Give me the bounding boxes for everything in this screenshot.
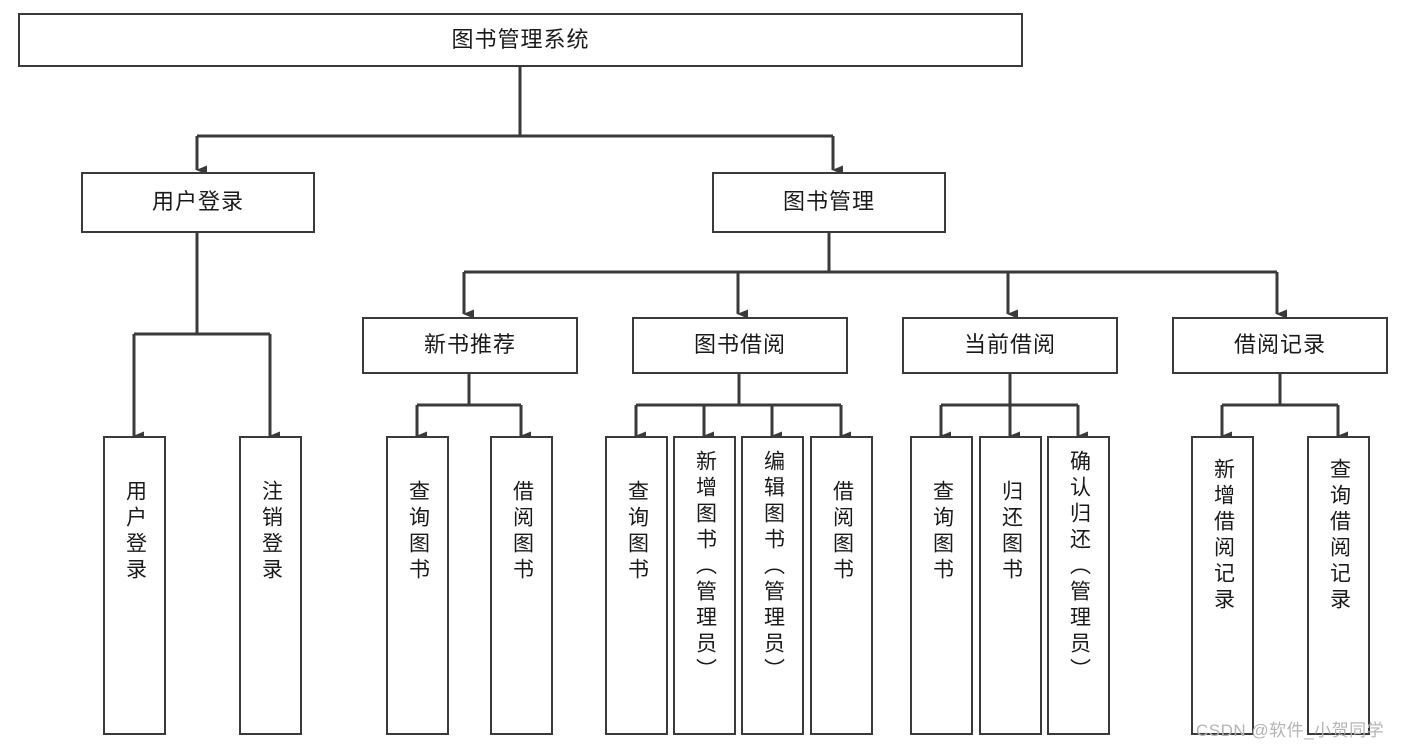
- node-user-login-label: 用户登录: [151, 189, 244, 215]
- leaf-book-borrow-borrow-label: 借阅图书: [830, 480, 854, 584]
- node-root-system[interactable]: 图书管理系统: [18, 13, 1023, 67]
- leaf-book-borrow-edit[interactable]: 编辑图书（管理员）: [741, 436, 804, 735]
- leaf-user-login-signout-label: 注销登录: [259, 480, 283, 584]
- leaf-book-borrow-edit-label: 编辑图书（管理员）: [761, 450, 785, 684]
- node-book-management-label: 图书管理: [782, 189, 875, 215]
- leaf-borrow-records-add-label: 新增借阅记录: [1211, 458, 1235, 614]
- node-root-system-label: 图书管理系统: [451, 26, 590, 52]
- leaf-new-book-borrow[interactable]: 借阅图书: [490, 436, 553, 735]
- node-book-borrow[interactable]: 图书借阅: [632, 317, 848, 374]
- leaf-current-borrow-confirm-return-label: 确认归还（管理员）: [1067, 450, 1091, 684]
- leaf-book-borrow-add[interactable]: 新增图书（管理员）: [673, 436, 736, 735]
- node-borrow-records-label: 借阅记录: [1233, 332, 1326, 358]
- leaf-current-borrow-confirm-return[interactable]: 确认归还（管理员）: [1047, 436, 1110, 735]
- node-new-book-recommend[interactable]: 新书推荐: [362, 317, 578, 374]
- node-current-borrow-label: 当前借阅: [963, 332, 1056, 358]
- csdn-watermark: CSDN @软件_小贺同学: [1196, 721, 1385, 740]
- node-user-login[interactable]: 用户登录: [81, 172, 315, 233]
- node-new-book-recommend-label: 新书推荐: [423, 332, 516, 358]
- node-current-borrow[interactable]: 当前借阅: [902, 317, 1118, 374]
- leaf-current-borrow-return-label: 归还图书: [999, 480, 1023, 584]
- leaf-book-borrow-borrow[interactable]: 借阅图书: [810, 436, 873, 735]
- leaf-book-borrow-query[interactable]: 查询图书: [605, 436, 668, 735]
- leaf-borrow-records-query[interactable]: 查询借阅记录: [1307, 436, 1370, 735]
- leaf-current-borrow-return[interactable]: 归还图书: [979, 436, 1042, 735]
- leaf-user-login-signin[interactable]: 用户登录: [103, 436, 166, 735]
- leaf-new-book-query-label: 查询图书: [406, 480, 430, 584]
- leaf-borrow-records-query-label: 查询借阅记录: [1327, 458, 1351, 614]
- leaf-user-login-signout[interactable]: 注销登录: [239, 436, 302, 735]
- leaf-book-borrow-query-label: 查询图书: [625, 480, 649, 584]
- leaf-user-login-signin-label: 用户登录: [123, 480, 147, 584]
- leaf-new-book-query[interactable]: 查询图书: [386, 436, 449, 735]
- node-book-management[interactable]: 图书管理: [712, 172, 946, 233]
- node-borrow-records[interactable]: 借阅记录: [1172, 317, 1388, 374]
- leaf-new-book-borrow-label: 借阅图书: [510, 480, 534, 584]
- node-book-borrow-label: 图书借阅: [693, 332, 786, 358]
- leaf-borrow-records-add[interactable]: 新增借阅记录: [1191, 436, 1254, 735]
- leaf-current-borrow-query[interactable]: 查询图书: [910, 436, 973, 735]
- leaf-current-borrow-query-label: 查询图书: [930, 480, 954, 584]
- leaf-book-borrow-add-label: 新增图书（管理员）: [693, 450, 717, 684]
